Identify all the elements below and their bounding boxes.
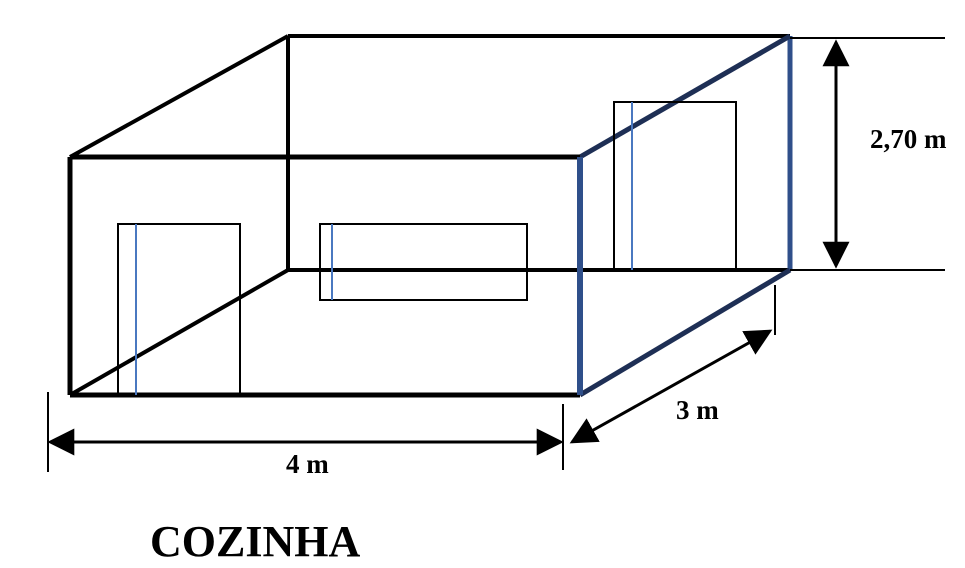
back-window [319, 223, 528, 301]
right-side-edges [578, 33, 792, 398]
height-dimension [790, 37, 945, 271]
depth-dimension [562, 285, 776, 470]
receding-edges [69, 34, 289, 397]
width-label: 4 m [286, 449, 329, 479]
front-wall [67, 154, 580, 398]
side-door [613, 101, 737, 270]
width-dimension [47, 392, 564, 472]
height-label: 2,70 m [870, 124, 947, 154]
depth-label: 3 m [676, 395, 719, 425]
front-door [117, 223, 241, 395]
room-title: COZINHA [150, 517, 360, 566]
back-wall [286, 34, 790, 272]
